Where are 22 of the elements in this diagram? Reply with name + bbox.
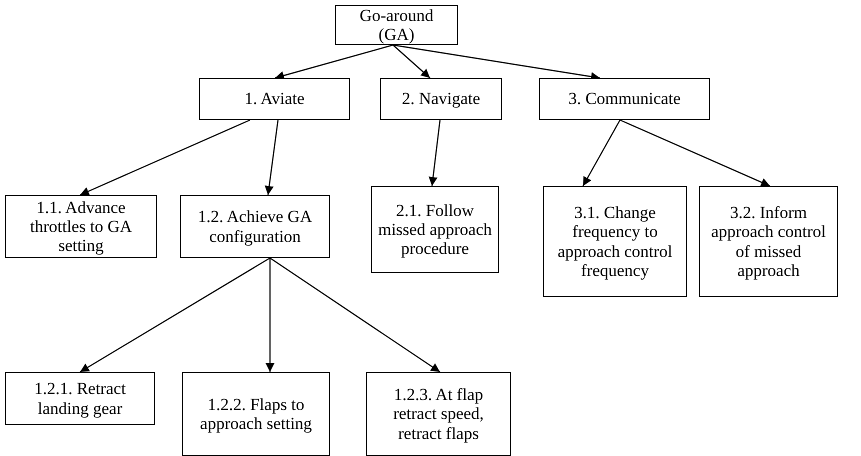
arrow <box>392 44 430 78</box>
task-box: Go-around (GA) <box>335 5 458 45</box>
task-box: 1.2. Achieve GA configuration <box>180 195 330 258</box>
task-box: 1.2.1. Retract landing gear <box>5 372 155 425</box>
arrow <box>428 120 441 186</box>
task-box: 1.2.3. At flap retract speed, retract flaps <box>366 372 511 456</box>
arrow <box>264 120 279 196</box>
task-box: 1.1. Advance throttles to GA setting <box>5 195 157 258</box>
task-box: 1.2.2. Flaps to approach setting <box>182 372 330 456</box>
arrow <box>620 119 770 187</box>
arrow <box>266 258 274 372</box>
task-box: 2.1. Follow missed approach procedure <box>371 186 499 273</box>
arrow <box>80 119 250 196</box>
arrow <box>582 120 621 186</box>
arrow <box>80 257 270 373</box>
task-box: 2. Navigate <box>380 78 502 120</box>
arrow <box>270 258 440 372</box>
task-box: 3.2. Inform approach control of missed approach <box>699 186 838 297</box>
task-box: 3. Communicate <box>539 78 710 120</box>
task-box: 3.1. Change frequency to approach control frequency <box>543 186 687 297</box>
arrow <box>274 44 394 80</box>
task-box: 1. Aviate <box>199 78 350 120</box>
